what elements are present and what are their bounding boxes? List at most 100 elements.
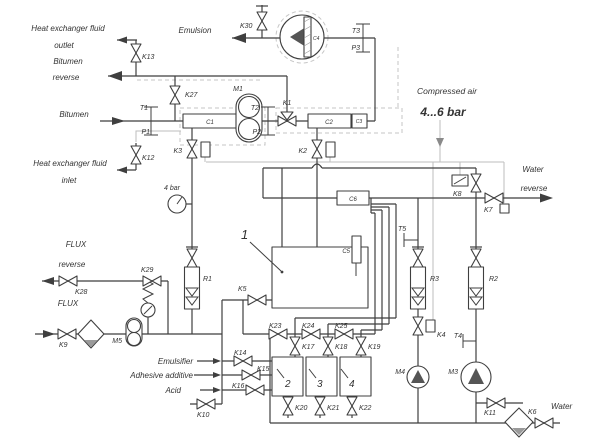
valve-K23: K23 bbox=[268, 323, 288, 340]
valve-K20-label: K20 bbox=[295, 405, 308, 412]
label-bitumen-inlet: Bitumen bbox=[59, 110, 89, 119]
valve-K23-label: K23 bbox=[269, 323, 282, 330]
valve-K5-label: K5 bbox=[238, 286, 247, 293]
mill-label-c4: C4 bbox=[313, 36, 320, 42]
valve-K10: K10 bbox=[196, 398, 216, 419]
valve-K19: K19 bbox=[355, 336, 381, 356]
arrow-heat-inlet bbox=[117, 166, 127, 174]
sensor-T4-label: T4 bbox=[454, 333, 462, 340]
label-bitumen-reverse-2: reverse bbox=[53, 73, 80, 82]
valve-K20: K20 bbox=[282, 396, 308, 416]
valve-K1: K1 bbox=[277, 100, 297, 127]
rotameter-R1: R1 bbox=[183, 246, 212, 310]
component-C3: C3 bbox=[351, 113, 368, 129]
pressure-gauge-label: 4 bar bbox=[164, 185, 181, 192]
label-emulsion: Emulsion bbox=[179, 26, 212, 35]
valve-K21: K21 bbox=[314, 396, 340, 416]
sensor-T2-label: T2 bbox=[251, 105, 259, 112]
pump-M3: M3 bbox=[448, 361, 492, 393]
label-heat-inlet-2: inlet bbox=[62, 176, 77, 185]
arrow-adhesive bbox=[213, 372, 221, 378]
level-sensor-C5-label: C5 bbox=[342, 249, 350, 255]
arrow-flux-inlet bbox=[43, 330, 55, 338]
valve-K6-label: K6 bbox=[528, 409, 537, 416]
rotameter-R2-label: R2 bbox=[489, 276, 498, 283]
pump-M3-label: M3 bbox=[448, 369, 458, 376]
tank-3-label: 3 bbox=[317, 379, 323, 390]
label-water-reverse-1: Water bbox=[522, 165, 544, 174]
valve-K17-label: K17 bbox=[302, 344, 316, 351]
label-bitumen-reverse-1: Bitumen bbox=[53, 57, 83, 66]
sensor-P3-label: P3 bbox=[351, 45, 360, 52]
tank-1: 1 bbox=[241, 227, 369, 309]
valve-K11: K11 bbox=[484, 397, 506, 417]
mill-rotor-icon bbox=[290, 27, 306, 47]
valve-K29-label: K29 bbox=[141, 267, 154, 274]
valve-K22: K22 bbox=[346, 396, 372, 416]
valve-K11-label: K11 bbox=[484, 410, 496, 417]
arrow-water-reverse bbox=[540, 193, 553, 203]
pump-M5-label: M5 bbox=[112, 338, 122, 345]
valve-K28-label: K28 bbox=[75, 289, 88, 296]
valve-K10-label: K10 bbox=[197, 412, 210, 419]
tank-2: 2 bbox=[271, 356, 304, 397]
pump-M1: M1 bbox=[233, 86, 263, 143]
air-flow-arrow bbox=[436, 138, 444, 147]
water-filter bbox=[504, 407, 534, 438]
valve-K1-label: K1 bbox=[283, 100, 292, 107]
label-air-pressure: 4...6 bar bbox=[419, 105, 467, 119]
valve-K12: K12 bbox=[130, 145, 155, 165]
label-acid: Acid bbox=[164, 386, 181, 395]
label-compressed-air: Compressed air bbox=[417, 86, 478, 96]
arrow-flux-reverse bbox=[42, 277, 54, 285]
valve-K30-label: K30 bbox=[240, 23, 253, 30]
valve-K8-label: K8 bbox=[453, 191, 462, 198]
valve-K18: K18 bbox=[322, 336, 348, 356]
label-emulsifier: Emulsifier bbox=[158, 357, 193, 366]
valve-K4: K4 bbox=[412, 316, 446, 339]
sensor-T3-P3: T3 P3 bbox=[351, 23, 370, 53]
label-water-reverse-2: reverse bbox=[521, 184, 548, 193]
valve-K29: K29 bbox=[141, 267, 162, 287]
valve-K8: K8 bbox=[451, 173, 482, 198]
label-heat-inlet-1: Heat exchanger fluid bbox=[33, 159, 107, 168]
valve-K9-label: K9 bbox=[59, 342, 68, 349]
valve-K18-label: K18 bbox=[335, 344, 348, 351]
tank-4-label: 4 bbox=[349, 379, 355, 390]
component-C1-label: C1 bbox=[206, 120, 214, 126]
valve-K24: K24 bbox=[301, 323, 321, 340]
pump-M4: M4 bbox=[395, 365, 430, 389]
valve-K16: K16 bbox=[232, 383, 265, 396]
sensor-T5-label: T5 bbox=[398, 226, 406, 233]
valve-K28: K28 bbox=[58, 275, 88, 296]
sensor-T1-P1: T1 P1 bbox=[140, 105, 158, 136]
component-C6: C6 bbox=[336, 190, 370, 206]
component-C2-label: C2 bbox=[325, 120, 333, 126]
valve-K14-label: K14 bbox=[234, 350, 247, 357]
valve-K4-label: K4 bbox=[437, 332, 446, 339]
relief-valve bbox=[140, 280, 156, 318]
flow-arrows bbox=[42, 33, 553, 393]
component-C3-label: C3 bbox=[356, 119, 363, 125]
valve-K9: K9 bbox=[57, 328, 77, 349]
level-sensor-C5: C5 bbox=[342, 235, 362, 276]
component-C2: C2 bbox=[307, 113, 352, 129]
arrow-bitumen-inlet bbox=[112, 117, 125, 125]
label-flux-reverse-1: FLUX bbox=[66, 240, 87, 249]
pump-M4-label: M4 bbox=[395, 369, 405, 376]
label-flux-inlet: FLUX bbox=[58, 299, 79, 308]
valve-K15: K15 bbox=[241, 366, 270, 381]
arrow-heat-outlet bbox=[117, 36, 127, 44]
arrow-emulsifier bbox=[213, 358, 221, 364]
label-water-inlet: Water bbox=[551, 402, 573, 411]
valve-K5: K5 bbox=[238, 286, 267, 306]
valve-K7: K7 bbox=[484, 192, 510, 214]
component-C6-label: C6 bbox=[349, 197, 357, 203]
valve-K3: K3 bbox=[173, 139, 211, 159]
valve-K21-label: K21 bbox=[327, 405, 340, 412]
valve-K2: K2 bbox=[298, 139, 336, 159]
pressure-gauge: 4 bar bbox=[164, 185, 187, 214]
tank-3: 3 bbox=[305, 356, 338, 397]
tank-4: 4 bbox=[339, 356, 372, 397]
